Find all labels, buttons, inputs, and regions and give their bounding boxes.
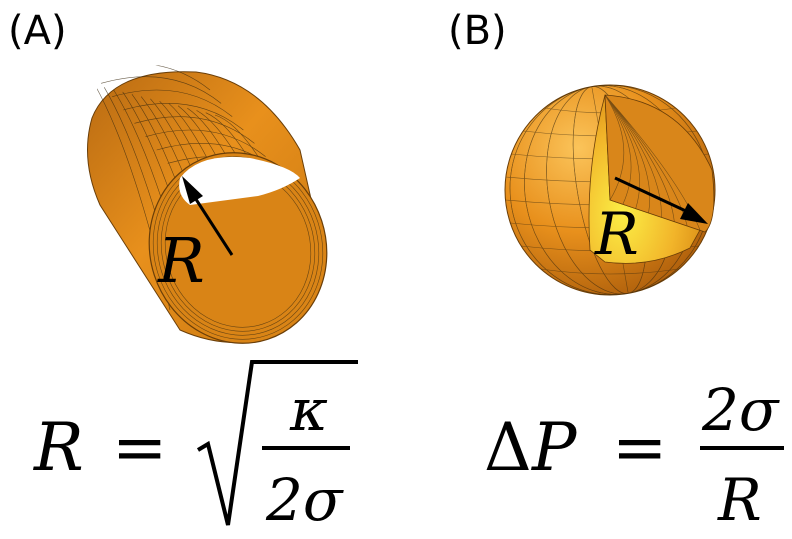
panel-b-label: (B): [448, 8, 507, 54]
sphere-radius-label: R: [594, 200, 639, 268]
panel-a-label: (A): [8, 8, 67, 54]
cylinder-mesh-line: [123, 103, 244, 131]
formula-b-var: P: [531, 409, 578, 486]
cylinder-mesh-line: [145, 129, 266, 157]
formula-a-equals: =: [112, 409, 167, 486]
formula-b-equals: =: [612, 409, 667, 486]
sphere-parallel: [540, 268, 680, 275]
cylinder-radius-arrow: [188, 189, 234, 256]
sphere-cut-mesh: [604, 95, 640, 209]
sphere-cut-mesh: [604, 95, 675, 222]
formula-b-denominator: R: [717, 466, 762, 534]
sphere-cut-mesh: [604, 95, 632, 205]
formula-a-sqrt-sign: [196, 360, 358, 526]
cylinder-hole: [179, 156, 300, 205]
formula-a-denominator: 2σ: [265, 466, 344, 534]
cylinder-mesh-line: [134, 116, 255, 144]
sphere-radius-arrow: [614, 176, 689, 214]
formula-b-delta: Δ: [484, 409, 532, 486]
sphere-cut-mesh: [604, 95, 651, 213]
sphere-cut-mesh: [604, 95, 625, 201]
cylinder-radius-arrowhead: [182, 176, 203, 204]
cylinder-mesh-line: [101, 76, 222, 104]
sphere-illustration: R: [504, 84, 716, 296]
cylinder-illustration: R: [87, 65, 328, 344]
sphere-radius-arrowhead: [680, 203, 708, 224]
formula-a: R = κ 2σ: [33, 360, 358, 534]
formula-b-numerator: 2σ: [701, 376, 780, 444]
sphere-cutaway-cap: [604, 94, 715, 233]
sphere-cut-mesh: [604, 95, 662, 218]
cylinder-radius-label: R: [157, 224, 205, 297]
formula-b: Δ P = 2σ R: [484, 376, 784, 534]
cylinder-mesh-line: [112, 89, 233, 117]
formula-a-numerator: κ: [289, 376, 328, 444]
formula-a-lhs: R: [33, 409, 84, 486]
